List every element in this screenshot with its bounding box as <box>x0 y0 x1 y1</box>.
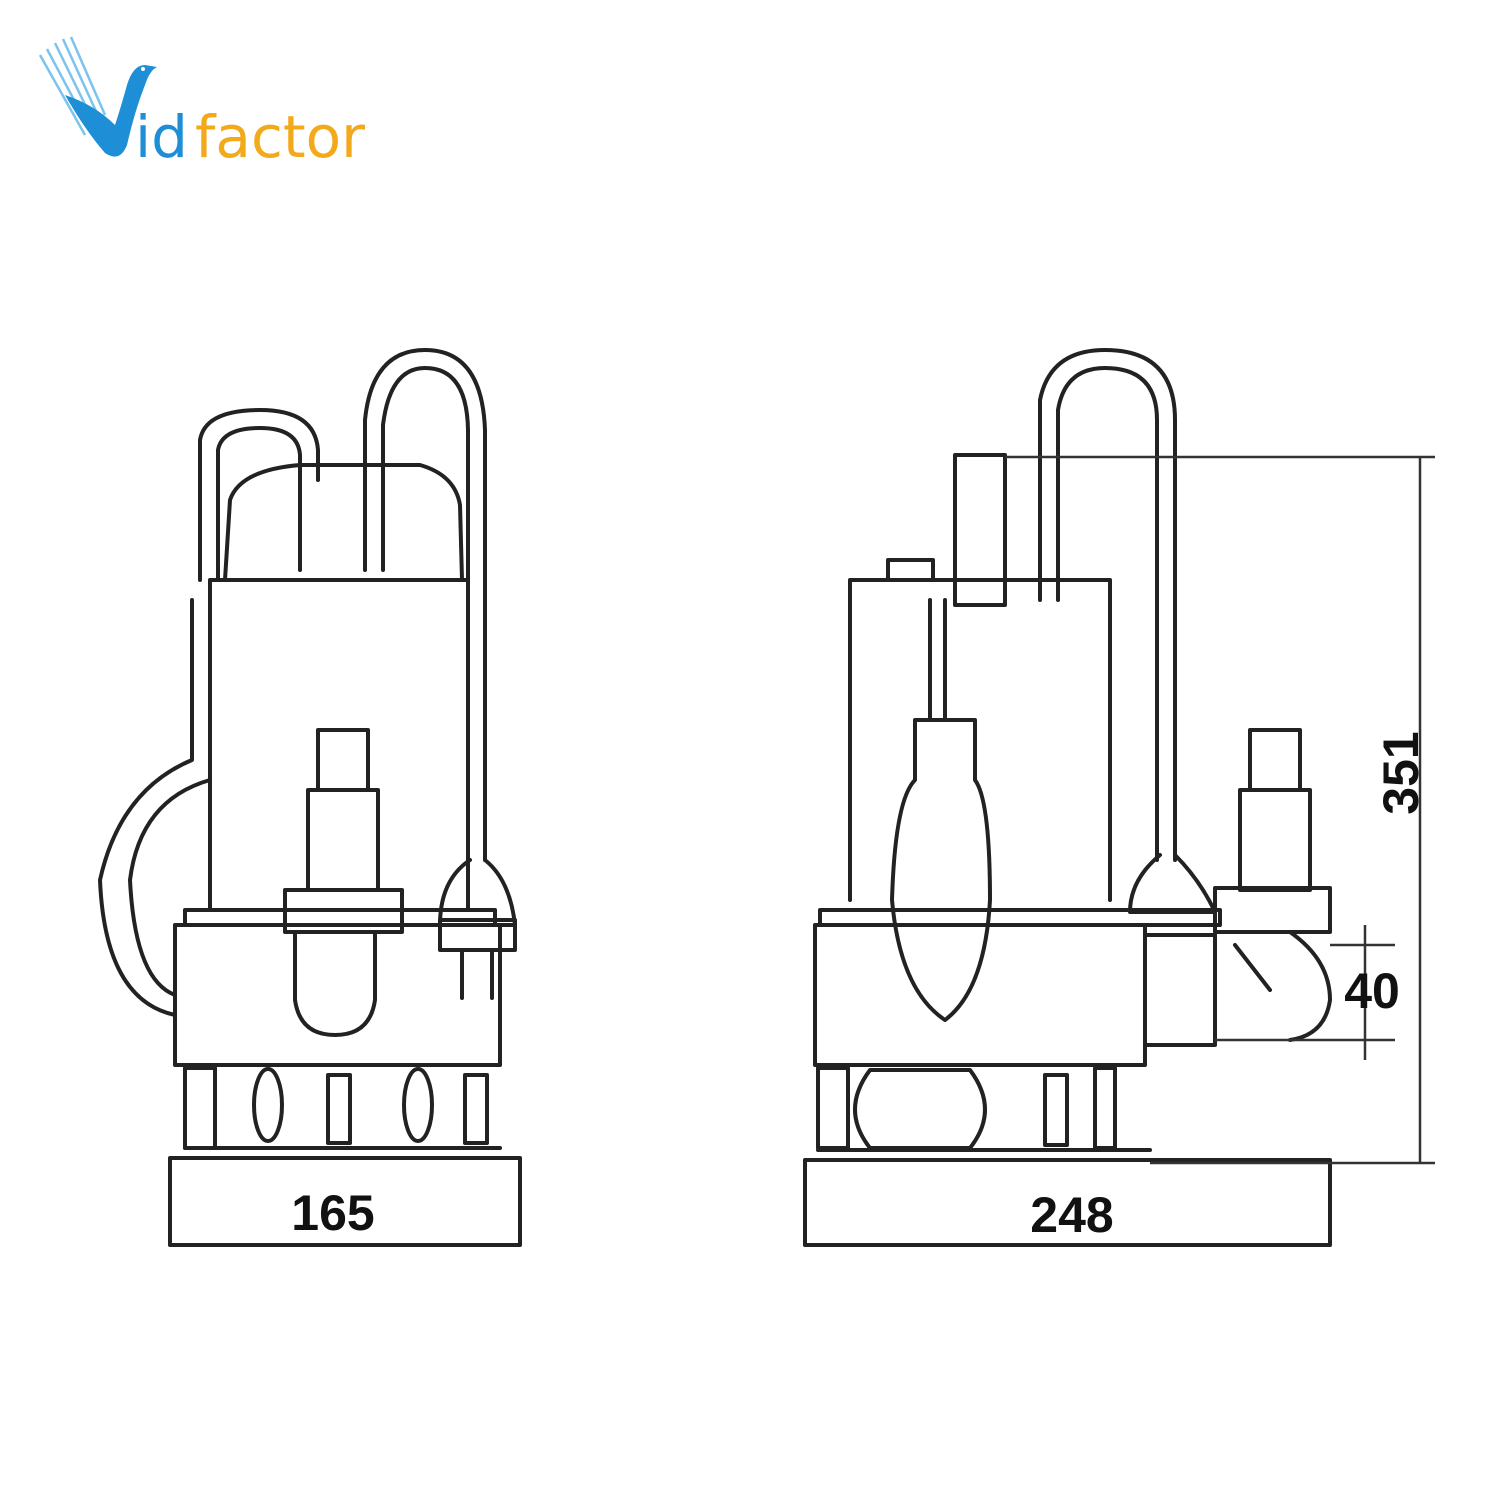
intake-legs <box>816 1066 1152 1152</box>
dimension-outlet: 40 <box>1344 963 1400 1019</box>
plug <box>438 858 517 1000</box>
discharge-outlet <box>283 728 404 1037</box>
logo-text-id: id <box>135 103 188 170</box>
side-cable <box>98 598 212 1017</box>
pump-housing <box>173 923 502 1067</box>
outlet-box <box>1143 933 1217 1047</box>
base-plate <box>803 1158 1332 1247</box>
pump-front-view <box>98 348 522 1247</box>
dimension-height: 351 <box>1373 731 1429 814</box>
base-plate <box>168 1156 522 1247</box>
dimension-lines <box>1005 455 1435 1165</box>
pump-side-view <box>803 348 1435 1247</box>
pump-housing <box>813 923 1147 1067</box>
intake-legs <box>183 1066 502 1150</box>
motor-body <box>208 578 470 912</box>
dimension-front-width: 165 <box>291 1185 374 1241</box>
motor-top <box>223 463 464 582</box>
dimension-side-width: 248 <box>1030 1187 1113 1243</box>
bird-v-icon <box>38 36 157 157</box>
float-switch <box>890 718 992 1022</box>
handle-left <box>198 408 320 582</box>
cable <box>1038 348 1177 862</box>
vidfactor-logo: id factor <box>38 36 365 170</box>
discharge-outlet <box>1213 728 1332 1042</box>
logo-text-factor: factor <box>195 103 365 170</box>
cable-clamp <box>953 453 1007 607</box>
cable-loop <box>363 348 487 862</box>
motor-body <box>848 578 1112 902</box>
